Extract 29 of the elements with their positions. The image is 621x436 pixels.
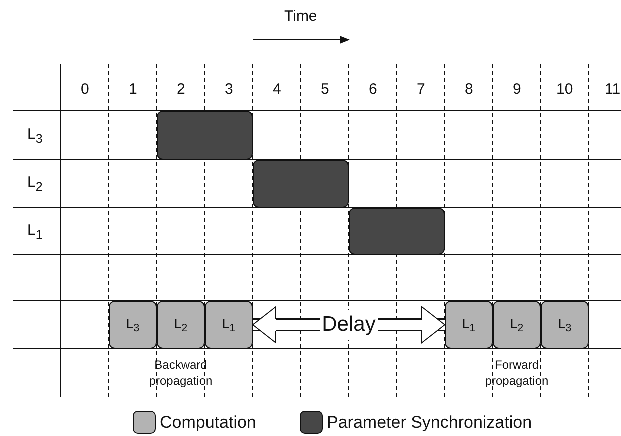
sync-block xyxy=(253,160,349,208)
column-number: 3 xyxy=(225,80,234,98)
column-number: 5 xyxy=(321,80,330,98)
column-number: 0 xyxy=(81,80,90,98)
column-number: 7 xyxy=(417,80,426,98)
column-number: 10 xyxy=(556,80,574,98)
row-label: L$_{1}$ xyxy=(28,222,43,242)
axis-title: Time xyxy=(284,8,318,24)
phase-caption: Backward propagation xyxy=(148,357,214,389)
row-label: L$_{3}$ xyxy=(28,126,43,146)
column-number: 6 xyxy=(369,80,378,98)
column-number: 9 xyxy=(513,80,522,98)
computation-block: L$_{2}$ xyxy=(493,301,541,349)
column-number: 8 xyxy=(465,80,474,98)
computation-block: L$_{3}$ xyxy=(541,301,589,349)
column-number: 4 xyxy=(273,80,282,98)
legend-text: Parameter Synchronization xyxy=(327,413,532,433)
computation-block: L$_{1}$ xyxy=(445,301,493,349)
column-number: 1 xyxy=(129,80,138,98)
computation-block: L$_{3}$ xyxy=(109,301,157,349)
computation-block: L$_{1}$ xyxy=(205,301,253,349)
sync-block xyxy=(349,208,445,255)
sync-block xyxy=(157,111,253,160)
column-number: 2 xyxy=(177,80,186,98)
row-label: L$_{2}$ xyxy=(28,174,43,194)
legend-text: Computation xyxy=(160,413,256,433)
column-number: 11 xyxy=(605,80,621,98)
phase-caption: Forward propagation xyxy=(484,357,550,389)
computation-block: L$_{2}$ xyxy=(157,301,205,349)
